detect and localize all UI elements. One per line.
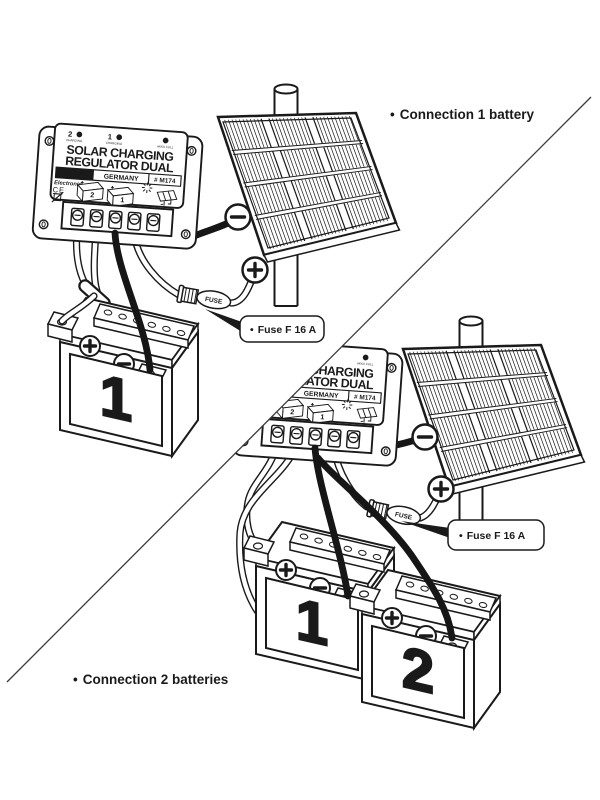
connection-2-diagram: 1 2 •Fuse F 16 A •Connection 2 batteries [73, 317, 585, 730]
regulator-1 [31, 121, 205, 251]
fuse-callout-text: •Fuse F 16 A [250, 324, 317, 336]
battery1-minus-wire-2 [311, 444, 352, 600]
battery2-number: 2 [402, 635, 434, 707]
connection-1-diagram: 1 •Fuse F 16 A •Connection 1 battery [31, 85, 534, 458]
fuse-callout-box [239, 315, 325, 343]
section-label-connection2: •Connection 2 batteries [73, 672, 228, 687]
fuse-callout-2: •Fuse F 16 A [401, 519, 545, 551]
battery2-minus-wire [314, 454, 456, 642]
fuse-callout-text-2: •Fuse F 16 A [459, 530, 526, 542]
battery1-number: 1 [100, 363, 132, 435]
battery1-number-b: 1 [296, 587, 328, 659]
fuse-1 [176, 284, 233, 312]
section-label-connection1: •Connection 1 battery [390, 107, 534, 122]
diagonal-divider [6, 96, 592, 683]
fuse-callout-box-2 [447, 519, 545, 551]
battery1-minus-wire [111, 229, 154, 374]
fuse-callout-1: •Fuse F 16 A [205, 309, 325, 343]
